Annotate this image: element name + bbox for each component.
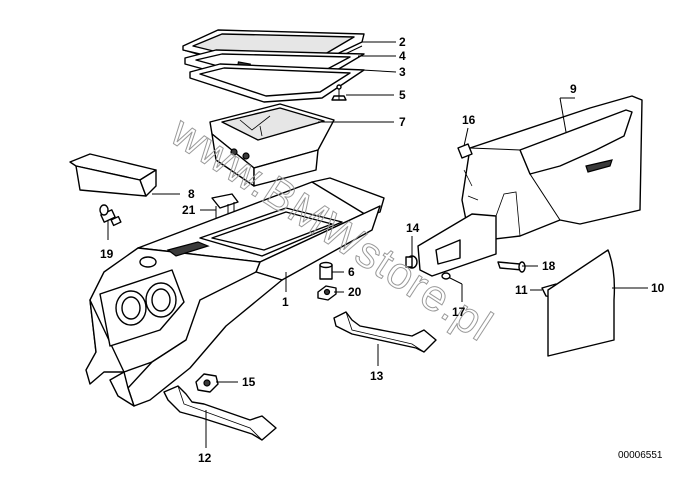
callout-10: 10 — [651, 281, 665, 295]
callout-12: 12 — [198, 451, 212, 465]
bulb-part — [99, 204, 122, 227]
diagram-reference-number: 00006551 — [618, 450, 663, 461]
callout-17: 17 — [452, 305, 466, 319]
screw-14-part — [405, 255, 418, 269]
callout-2: 2 — [399, 35, 406, 49]
ashtray-insert-part — [69, 153, 157, 197]
callout-4: 4 — [399, 49, 406, 63]
callout-21: 21 — [182, 203, 196, 217]
callout-9: 9 — [570, 82, 577, 96]
storage-tray-part — [209, 103, 335, 187]
bracket-right-part — [333, 311, 437, 353]
side-trim-panel-part — [417, 95, 643, 277]
bracket-left-part — [163, 385, 277, 441]
leader-lines — [107, 41, 648, 448]
callout-14: 14 — [406, 221, 420, 235]
callout-1: 1 — [282, 295, 289, 309]
callout-3: 3 — [399, 65, 406, 79]
callout-15: 15 — [242, 375, 256, 389]
callout-7: 7 — [399, 115, 406, 129]
callout-16: 16 — [462, 113, 476, 127]
nut-part — [317, 285, 337, 301]
retainer-clip-part — [457, 143, 473, 159]
callout-5: 5 — [399, 88, 406, 102]
callout-13: 13 — [370, 369, 384, 383]
callout-19: 19 — [100, 247, 114, 261]
callout-labels: 2 4 3 5 7 8 21 19 1 6 20 9 16 14 17 18 1… — [100, 35, 665, 465]
cover-panel-part — [547, 249, 616, 357]
callout-20: 20 — [348, 285, 362, 299]
center-console-part — [85, 177, 385, 407]
clip-part — [331, 84, 347, 101]
screw-17-part — [441, 272, 463, 285]
callout-11: 11 — [515, 283, 528, 297]
screw-18-part — [497, 261, 526, 273]
lid-seal-part — [189, 63, 365, 103]
callout-18: 18 — [542, 259, 556, 273]
bushing-part — [319, 261, 333, 280]
callout-6: 6 — [348, 265, 355, 279]
callout-8: 8 — [188, 187, 195, 201]
clip-nut-part — [195, 373, 219, 393]
